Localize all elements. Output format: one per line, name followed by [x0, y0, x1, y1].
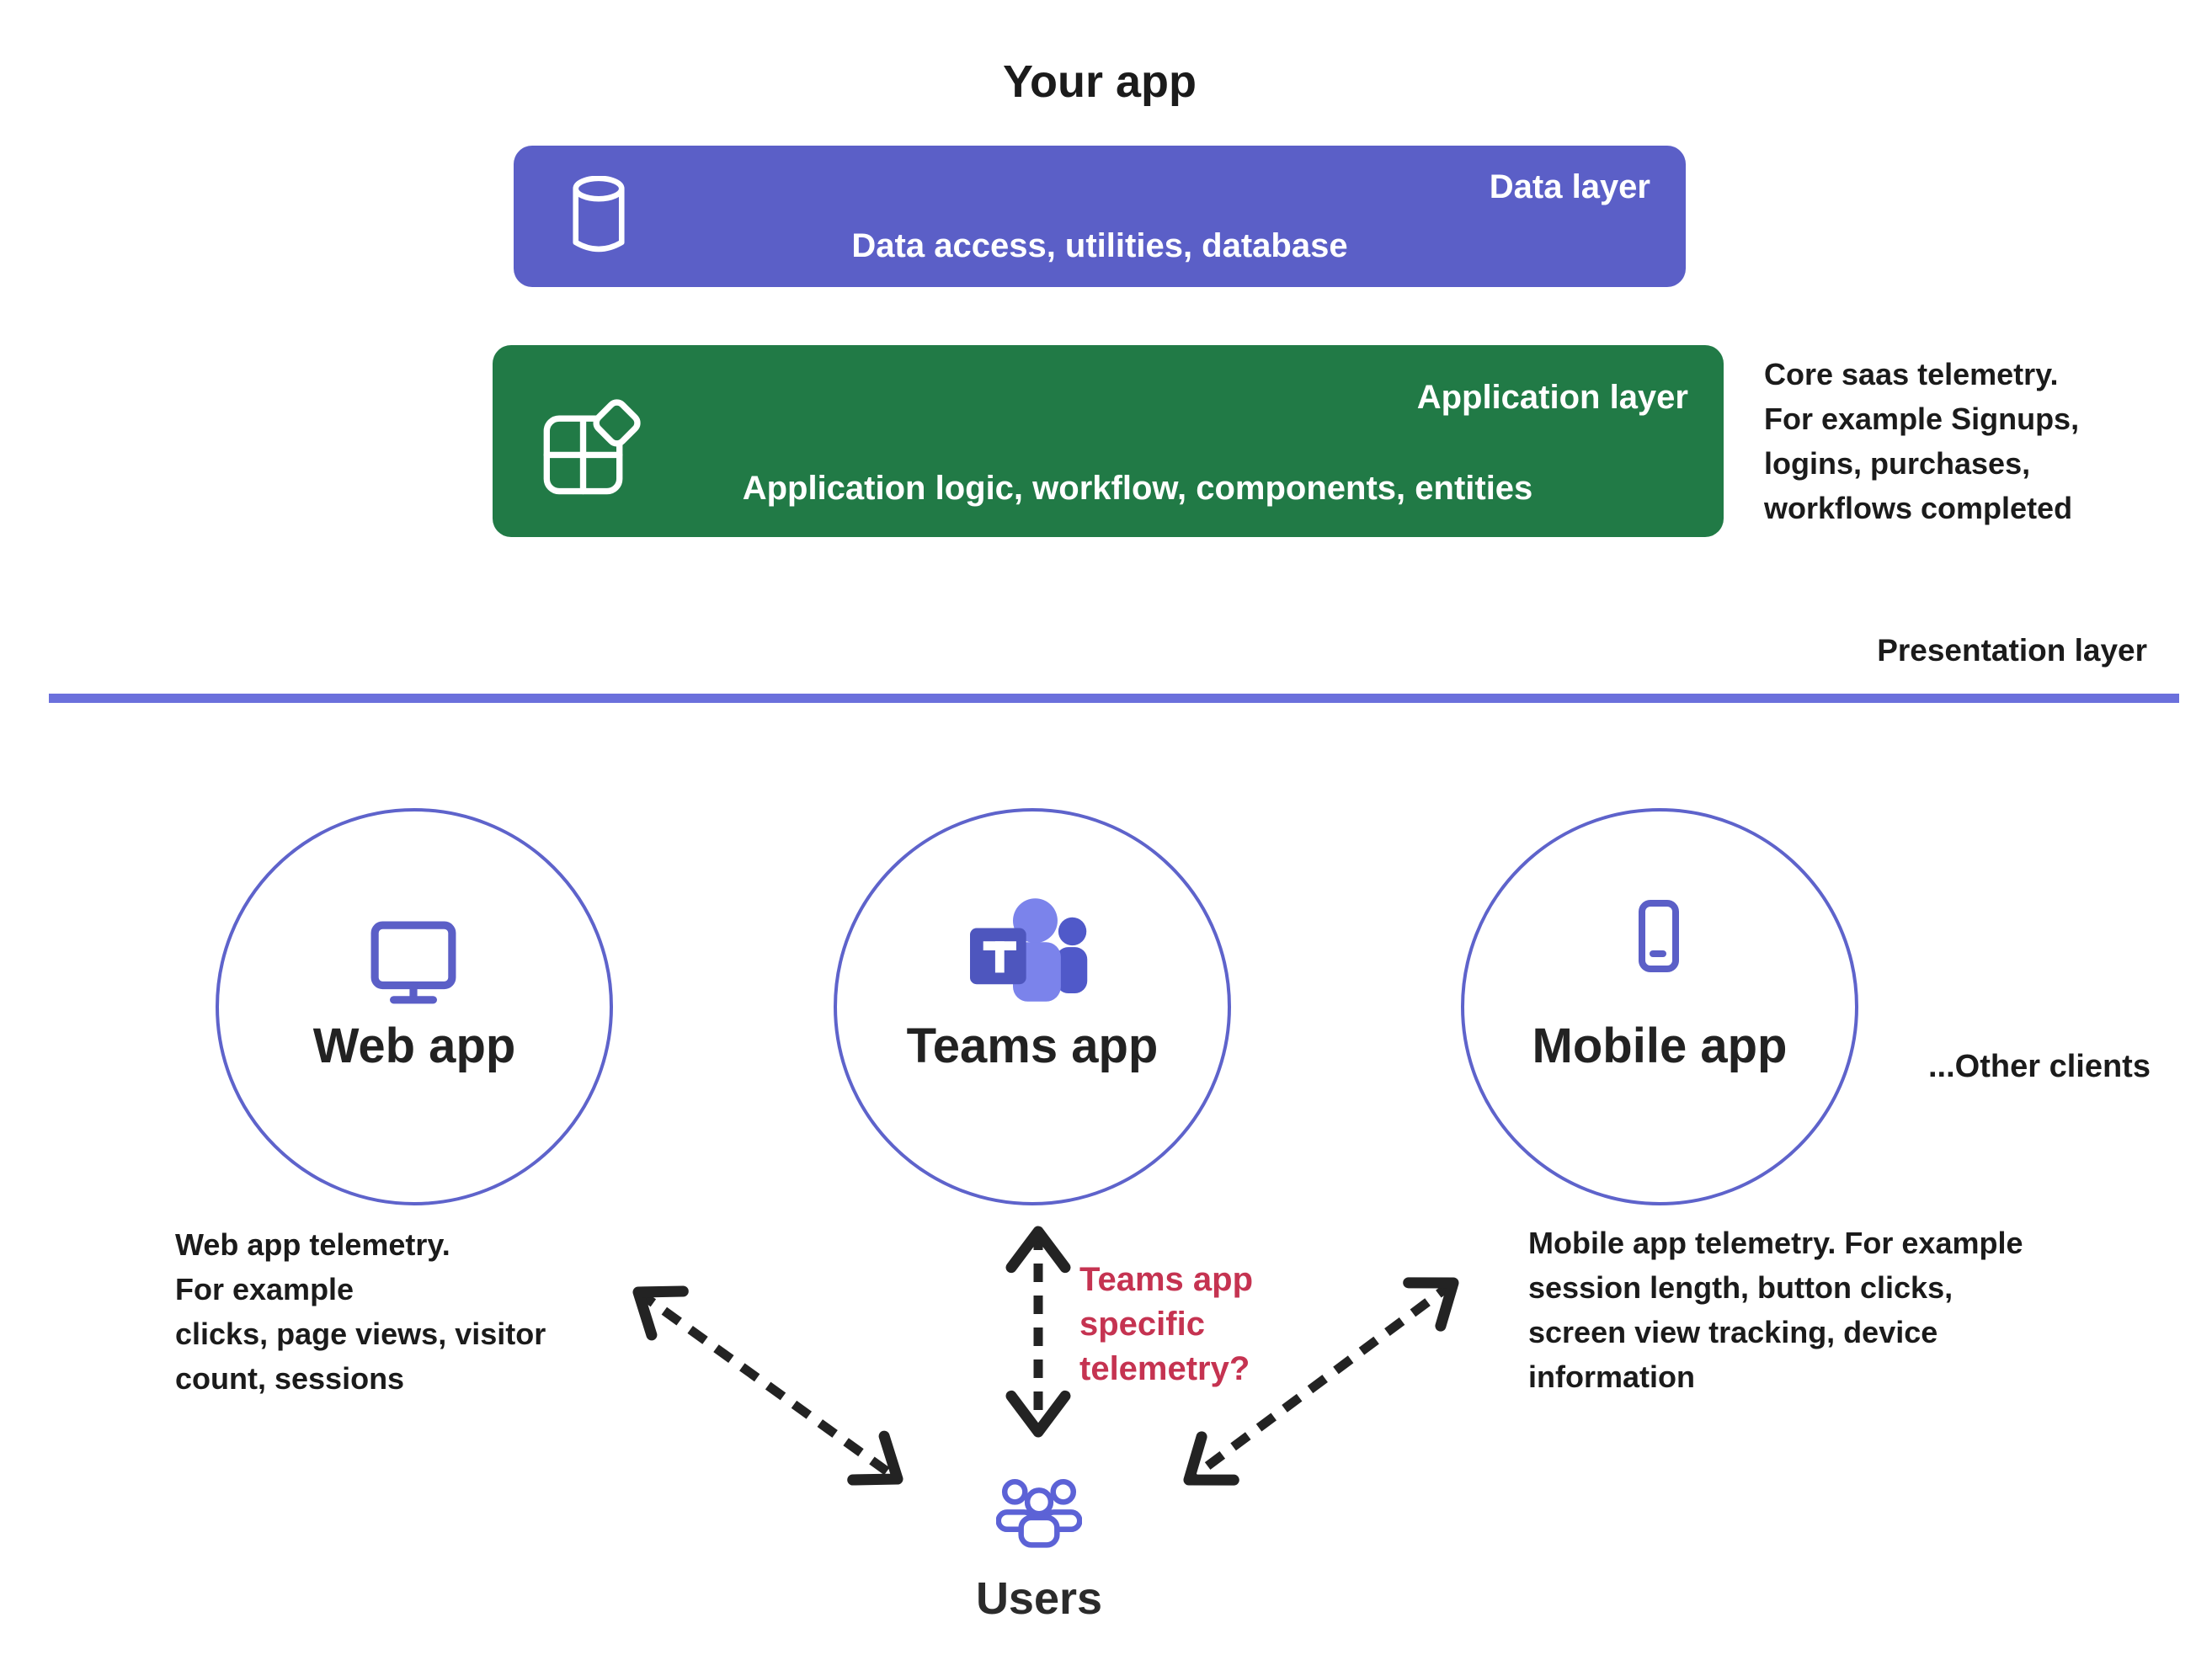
- client-circle-web: Web app: [216, 808, 613, 1205]
- client-circle-mobile: Mobile app: [1461, 808, 1858, 1205]
- data-layer-label: Data layer: [1489, 168, 1650, 205]
- client-circle-teams: Teams app: [834, 808, 1231, 1205]
- data-layer-description: Data access, utilities, database: [851, 227, 1348, 264]
- smartphone-icon: [1639, 900, 1679, 972]
- data-layer-box: Data layer Data access, utilities, datab…: [514, 146, 1686, 287]
- users-label: Users: [975, 1573, 1103, 1624]
- application-layer-box: Application layer Application logic, wor…: [493, 345, 1724, 537]
- app-components-icon: [543, 399, 641, 495]
- teams-icon: [970, 898, 1088, 1002]
- web-telemetry-note: Web app telemetry. For example clicks, p…: [175, 1227, 546, 1396]
- web-users-arrow: [632, 1285, 903, 1486]
- mobile-telemetry-note: Mobile app telemetry. For example sessio…: [1528, 1226, 2023, 1394]
- teams-app-label: Teams app: [906, 1019, 1159, 1073]
- presentation-layer-label: Presentation layer: [1877, 633, 2147, 668]
- users-icon: [996, 1478, 1082, 1548]
- mobile-app-label: Mobile app: [1532, 1019, 1788, 1073]
- core-telemetry-note: Core saas telemetry. For example Signups…: [1764, 357, 2080, 525]
- database-icon: [573, 176, 625, 253]
- monitor-icon: [370, 921, 456, 1004]
- page-title: Your app: [1002, 56, 1197, 107]
- presentation-divider: [49, 694, 2179, 703]
- application-layer-description: Application logic, workflow, components,…: [742, 470, 1533, 507]
- application-layer-label: Application layer: [1416, 379, 1688, 416]
- web-app-label: Web app: [312, 1019, 516, 1073]
- teams-telemetry-question: Teams app specific telemetry?: [1079, 1261, 1253, 1387]
- other-clients-note: ...Other clients: [1928, 1049, 2151, 1084]
